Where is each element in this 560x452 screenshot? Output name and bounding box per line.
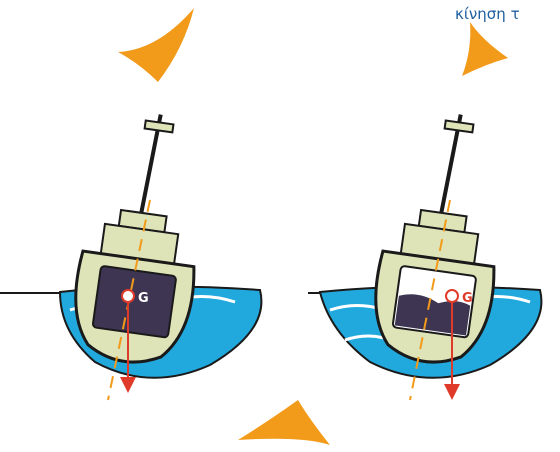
rotation-arrow-icon <box>238 400 330 445</box>
cargo-left <box>92 266 176 338</box>
g-point-right <box>446 290 458 302</box>
left-boat-panel: G <box>0 106 261 400</box>
rotation-arrow-icon <box>118 8 194 82</box>
g-point-left <box>122 290 134 302</box>
g-label-right: G <box>462 291 473 306</box>
right-boat-panel: G <box>308 106 541 400</box>
g-label-left: G <box>138 291 149 306</box>
rotation-arrow-icon <box>462 22 508 76</box>
